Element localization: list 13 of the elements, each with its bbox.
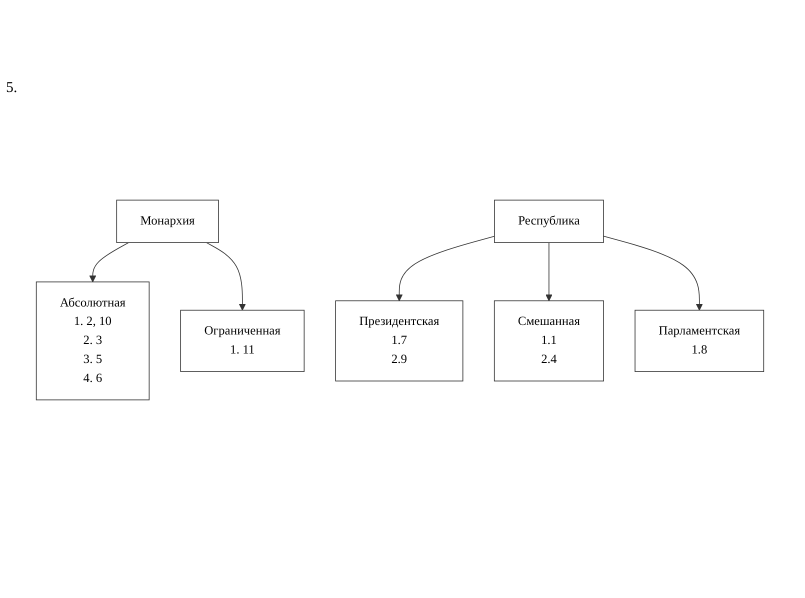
- node-box: Смешанная 1.1 2.4: [494, 300, 604, 382]
- node-box: Республика: [494, 200, 604, 243]
- arrow: [206, 242, 246, 311]
- task-number: 5.: [6, 80, 18, 97]
- node-box: Ограниченная 1. 11: [180, 310, 305, 372]
- node-box: Абсолютная 1. 2, 10 2. 3 3. 5 4. 6: [36, 282, 150, 400]
- arrow: [89, 242, 130, 282]
- node-box: Президентская 1.7 2.9: [335, 300, 464, 382]
- arrow: [396, 236, 495, 302]
- node-box: Парламентская 1.8: [634, 310, 764, 372]
- arrow: [546, 242, 552, 302]
- node-box: Монархия: [116, 200, 219, 243]
- arrow: [603, 236, 703, 311]
